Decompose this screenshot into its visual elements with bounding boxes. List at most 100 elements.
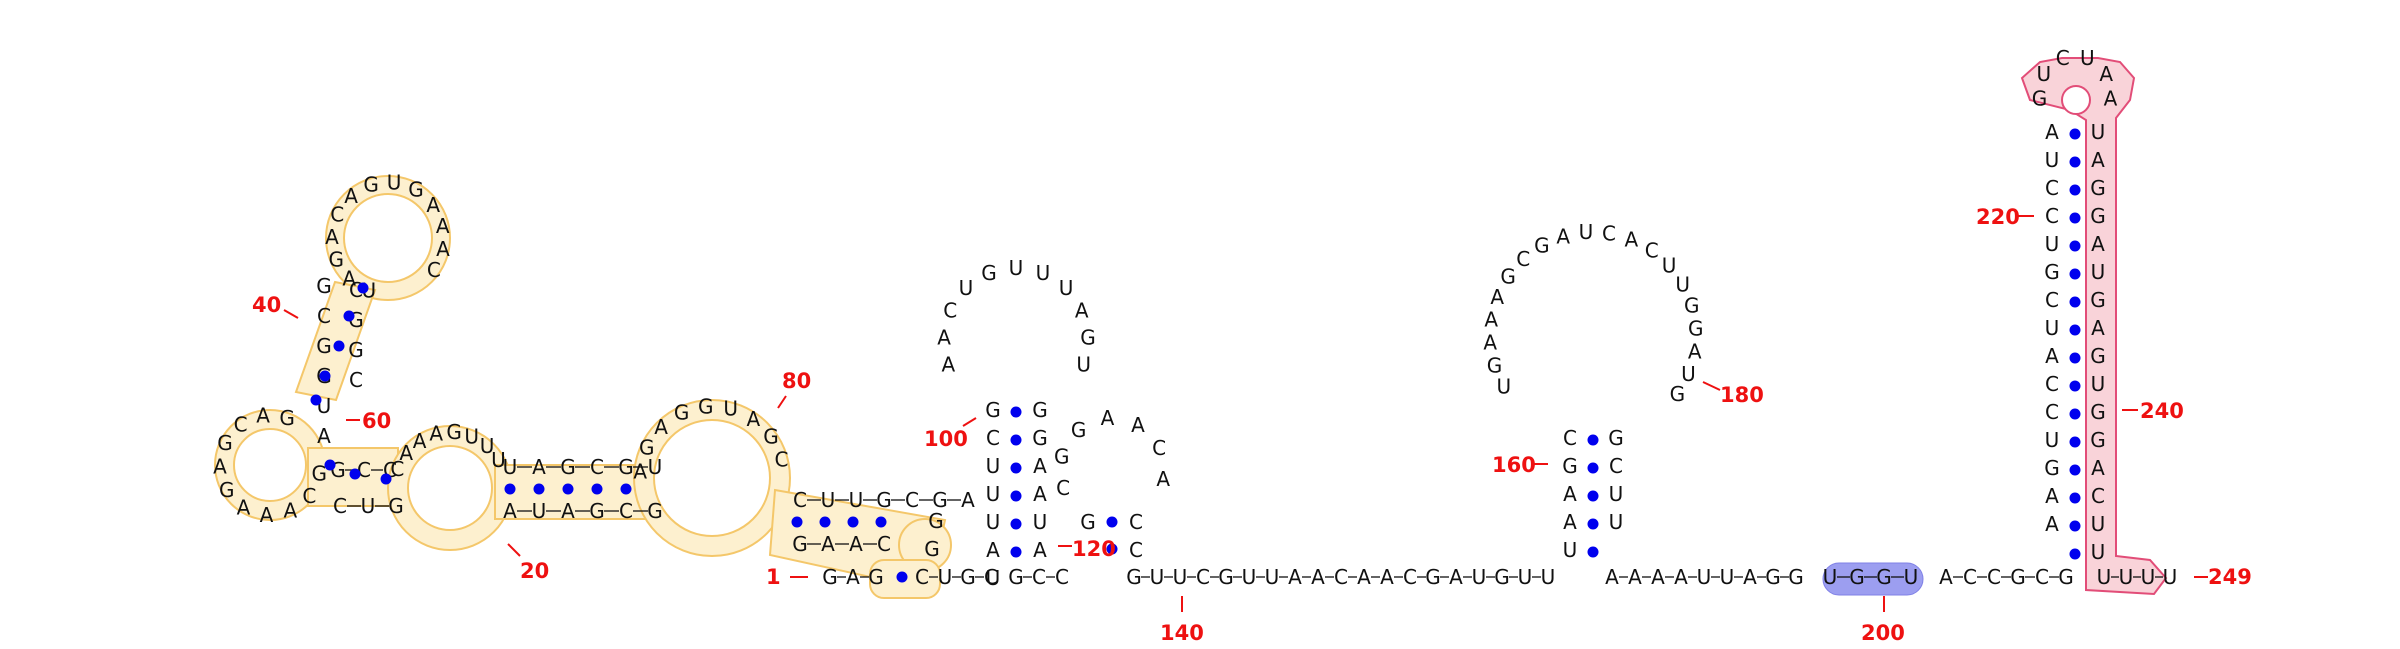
nucleotide: A [1490,285,1504,309]
base-pair-dot [343,310,355,322]
nucleotide: U [986,510,1001,534]
nucleotide: U [2091,260,2106,284]
nucleotide: G [1071,418,1087,442]
nucleotide: A [1674,565,1688,589]
nucleotide: U [1662,254,1677,278]
nucleotide: A [426,193,440,217]
nucleotide: A [1311,565,1325,589]
nucleotide: G [1670,382,1686,406]
nucleotide: C [1055,565,1069,589]
nucleotide: A [1605,565,1619,589]
position-label-20: 20 [520,559,549,583]
nucleotide: G [792,532,808,556]
nucleotide: G [348,338,364,362]
base-pair-dot [2069,296,2081,308]
base-pair-dot [1010,406,1022,418]
nucleotide: U [2091,372,2106,396]
base-pair-dot [324,459,336,471]
nucleotide: U [1904,565,1919,589]
nucleotide: C [1987,565,2001,589]
nucleotide: A [1624,227,1638,251]
nucleotide: C [2045,204,2059,228]
nucleotide: C [1196,565,1210,589]
nucleotide: G [876,488,892,512]
nucleotide: A [2045,512,2059,536]
base-pair-dot [319,370,331,382]
position-label-249: 249 [2208,565,2252,589]
nucleotide: A [1743,565,1757,589]
nucleotide: U [2045,232,2060,256]
nucleotide: C [1129,510,1143,534]
nucleotide: A [503,499,517,523]
base-pair-dot [1587,518,1599,530]
nucleotide: G [928,509,944,533]
nucleotide: A [941,353,955,377]
nucleotide: G [1788,565,1804,589]
nucleotide: C [2045,176,2059,200]
nucleotide: U [1036,261,1051,285]
nucleotide: A [1033,482,1047,506]
nucleotide: A [746,407,760,431]
base-pair-dot [847,516,859,528]
nucleotide: G [960,565,976,589]
base-pair-dot [1010,490,1022,502]
nucleotide: U [1242,565,1257,589]
nucleotide: C [915,565,929,589]
nucleotide: G [618,455,634,479]
base-pair-dot [349,468,361,480]
nucleotide: G [674,401,690,425]
nucleotide: A [237,495,251,519]
base-pair-dot [819,516,831,528]
nucleotide: A [260,503,274,527]
base-pair-dot [2069,548,2081,560]
base-pair-dot [2069,464,2081,476]
nucleotide: G [2090,288,2106,312]
position-label-180: 180 [1720,383,1764,407]
nucleotide: G [698,394,714,418]
nucleotide: C [905,488,919,512]
nucleotide: A [1483,331,1497,355]
nucleotide: C [302,484,316,508]
nucleotide: G [219,478,235,502]
nucleotide: G [1008,565,1024,589]
position-label-1: 1 [766,565,781,589]
nucleotide: U [491,448,506,472]
nucleotide: U [1496,375,1511,399]
nucleotide: A [846,565,860,589]
nucleotide: A [532,455,546,479]
nucleotide: A [2099,62,2113,86]
base-pair-dot [1106,516,1118,528]
nucleotide: G [1494,565,1510,589]
nucleotide: A [1288,565,1302,589]
position-label-80: 80 [782,369,811,393]
base-pair-dots [310,128,2081,583]
base-pair-dot [357,282,369,294]
nucleotide: C [943,299,957,323]
nucleotide: A [2045,120,2059,144]
nucleotide: A [2045,484,2059,508]
nucleotide: G [1032,398,1048,422]
position-label-140: 140 [1160,621,1204,645]
nucleotide: C [1056,476,1070,500]
base-pair-dot [380,473,392,485]
base-pair-dot [2069,492,2081,504]
position-label-160: 160 [1492,453,1536,477]
nucleotide: A [1628,565,1642,589]
position-labels: 1 20 40 60 80 100 120 140 160 180 200 22… [252,205,2252,645]
position-label-240: 240 [2140,399,2184,423]
nucleotide: A [429,422,443,446]
nucleotide: A [325,225,339,249]
nucleotide: C [2091,484,2105,508]
base-pair-dot [2069,436,2081,448]
nucleotide: C [2035,565,2049,589]
nucleotide: G [589,499,605,523]
nucleotide: U [361,494,376,518]
position-label-60: 60 [362,409,391,433]
nucleotide: C [984,565,998,589]
nucleotide: G [1608,426,1624,450]
base-pair-dot [2069,240,2081,252]
nucleotide: U [648,455,663,479]
nucleotide: G [1688,316,1704,340]
nucleotide: U [821,488,836,512]
base-pair-dot [2069,128,2081,140]
